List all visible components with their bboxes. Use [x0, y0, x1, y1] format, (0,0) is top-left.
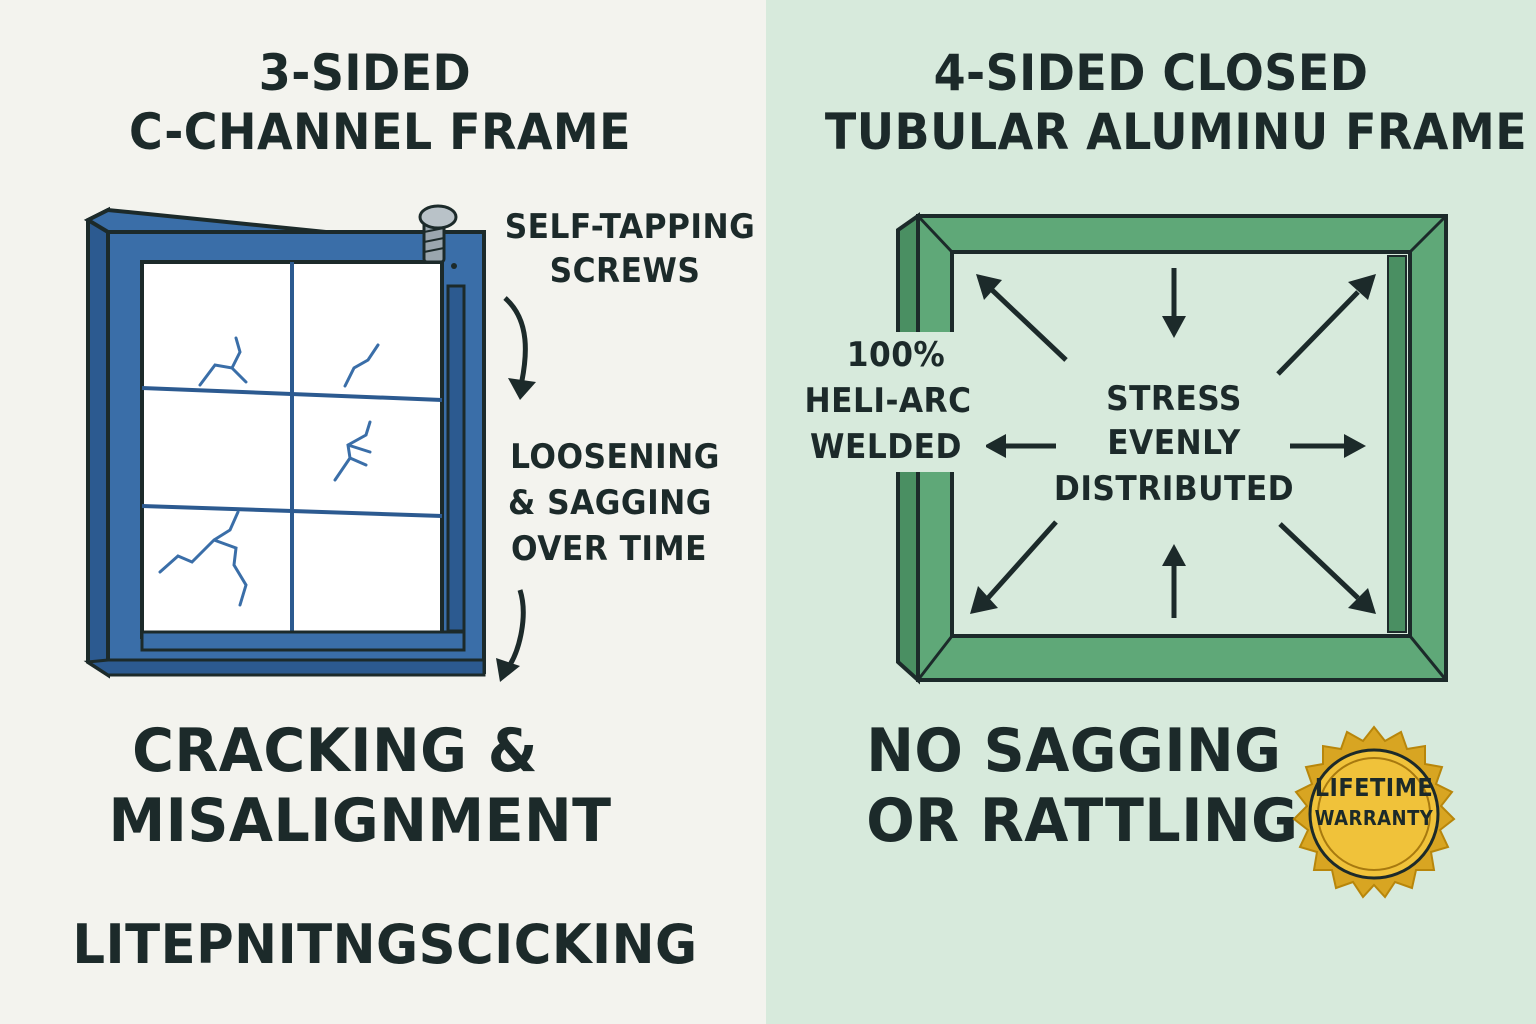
sag-arrow-upper [503, 296, 528, 391]
weld-callout-backdrop [806, 332, 986, 472]
stress-arrows [970, 268, 1376, 618]
weld-callout-line3: WELDED [810, 427, 962, 467]
right-result-line2: OR RATTLING [866, 786, 1299, 856]
right-result-line1: NO SAGGING [866, 716, 1282, 786]
badge-text-line1: LIFETIME [1314, 773, 1434, 802]
right-title-line1: 4-SIDED CLOSED [933, 44, 1369, 102]
lifetime-warranty-badge [1292, 725, 1456, 899]
left-panel: 3-SIDED C-CHANNEL FRAME [0, 0, 766, 1024]
frame-left-side [86, 206, 110, 679]
sag-arrow-lower [505, 589, 526, 670]
screws-callout-line2: SCREWS [549, 251, 701, 291]
weld-callout-line2: HELI-ARC [804, 381, 972, 421]
weld-callout-line1: 100% [846, 335, 946, 375]
left-title-line2: C-CHANNEL FRAME [128, 103, 632, 161]
badge-text-line2: WARRANTY [1314, 806, 1434, 830]
sag-callout-line2: & SAGGING [508, 483, 712, 523]
c-channel-window-illustration [83, 204, 536, 682]
sag-callout-line1: LOOSENING [510, 437, 720, 477]
stress-label-line2: EVENLY [1107, 423, 1241, 463]
left-result-line2: MISALIGNMENT [108, 786, 612, 856]
glass-cracks [158, 336, 380, 607]
screws-callout-line1: SELF-TAPPING [504, 207, 756, 247]
stress-label-line1: STRESS [1106, 379, 1242, 419]
frame-bottom-rail [140, 630, 466, 652]
left-title-line1: 3-SIDED [258, 44, 472, 102]
tubular-frame-illustration [896, 212, 1448, 685]
right-title-line2: TUBULAR ALUMINU FRAME [824, 103, 1528, 161]
left-footer-text: LITEPNITNGSCICKING [72, 913, 698, 976]
left-result-line1: CRACKING & [132, 716, 538, 786]
self-tapping-screw-icon [418, 204, 458, 269]
sag-callout-line3: OVER TIME [511, 529, 707, 569]
stress-label-line3: DISTRIBUTED [1053, 469, 1295, 509]
right-panel: 4-SIDED CLOSED TUBULAR ALUMINU FRAME [766, 0, 1536, 1024]
